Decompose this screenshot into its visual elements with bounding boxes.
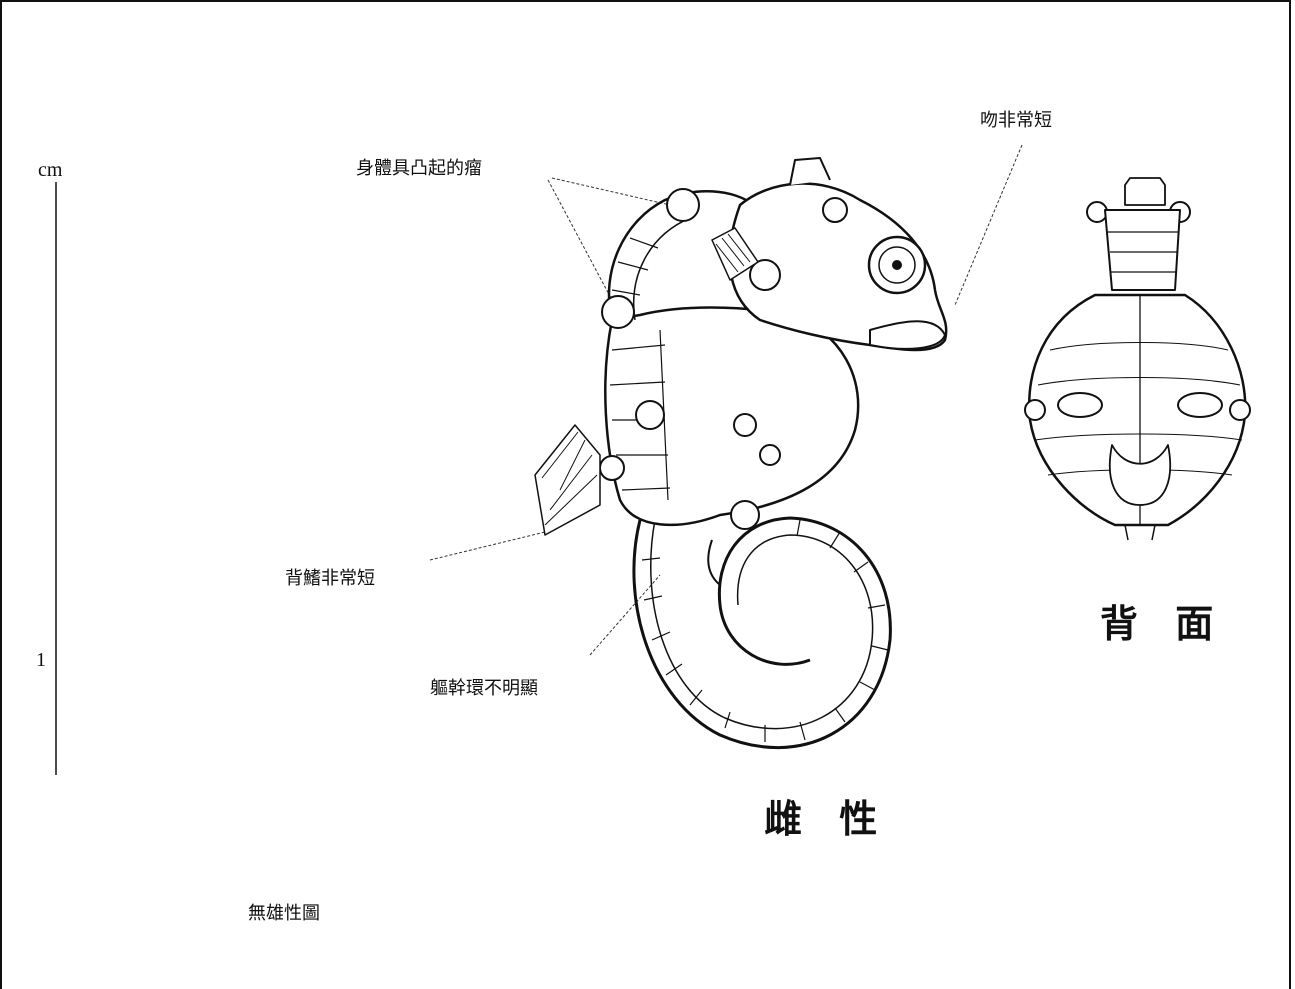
label-snout: 吻非常短 xyxy=(980,110,1052,131)
scale-mark: 1 xyxy=(36,649,46,671)
label-body-tubercles: 身體具凸起的瘤 xyxy=(356,158,482,179)
seahorse-dorsal-icon xyxy=(1024,177,1251,541)
note-no-male: 無雄性圖 xyxy=(248,903,320,924)
seahorse-lateral-icon xyxy=(534,157,948,750)
scale-unit: cm xyxy=(38,159,63,181)
label-dorsal-fin: 背鰭非常短 xyxy=(285,568,375,589)
leader-lines xyxy=(429,144,1023,656)
view-title-female: 雌 性 xyxy=(764,796,890,841)
view-title-dorsal: 背 面 xyxy=(1100,601,1226,646)
label-trunk-rings: 軀幹環不明顯 xyxy=(430,678,538,699)
